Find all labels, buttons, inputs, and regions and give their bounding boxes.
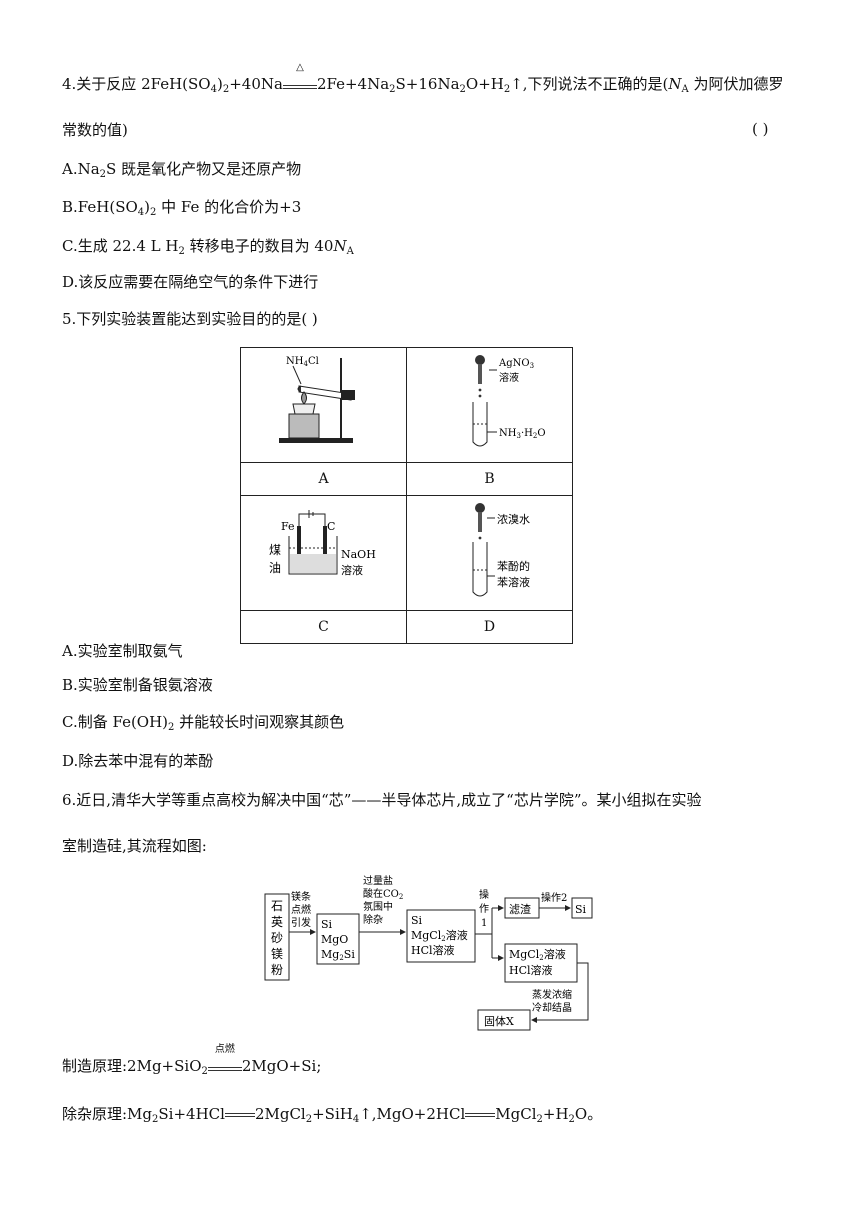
arrow6-label-2: 冷却结晶 [532, 1001, 572, 1014]
solid-x-box [477, 1009, 531, 1031]
ignite-arrow: 点燃 [207, 1045, 242, 1071]
box6-line-2: HCl溶液 [509, 963, 553, 977]
box2-line-3: Mg2Si [321, 948, 355, 962]
box3-line-1: Si [411, 914, 423, 927]
arrow3-label-1: 操 [479, 888, 489, 901]
q4-option-d: D.该反应需要在隔绝空气的条件下进行 [62, 273, 319, 291]
q5-option-a: A.实验室制取氨气 [62, 642, 183, 660]
intermediate-box [316, 913, 360, 965]
q5-option-d: D.除去苯中混有的苯酚 [62, 752, 214, 770]
box7-label: 固体X [484, 1014, 514, 1028]
phenol-label-2: 苯溶液 [497, 575, 530, 589]
raw-material-box [264, 893, 290, 981]
q4-option-c: C.生成 22.4 L H2 转移电子的数目为 40NA [62, 237, 354, 257]
q4-stem: 4.关于反应 2FeH(SO4)2+40Na△2Fe+4Na2S+16Na2O+… [62, 62, 784, 95]
arrow2-label-4: 除杂 [363, 913, 383, 926]
q6-stem-line2: 室制造硅,其流程如图: [62, 837, 207, 855]
arrow2-label-3: 氛围中 [363, 900, 393, 913]
apparatus-b: AgNO3 溶液 NH3·H2O [406, 347, 573, 463]
apparatus-a: NH4Cl [240, 347, 407, 463]
naoh-solution-label: 溶液 [341, 563, 363, 577]
arrow1-label-1: 镁条 [291, 890, 311, 903]
apparatus-c: Fe C 煤 油 NaOH 溶液 [240, 495, 407, 611]
silicon-flowchart: 石 英 砂 镁 粉 镁条 点燃 引发 Si MgO Mg2Si 过量盐 酸在CO… [264, 874, 593, 1031]
bromine-water-label: 浓溴水 [497, 512, 530, 526]
filtrate-box [504, 943, 578, 983]
q4-option-b: B.FeH(SO4)2 中 Fe 的化合价为+3 [62, 198, 302, 218]
apparatus-d: 浓溴水 苯酚的 苯溶液 [406, 495, 573, 611]
heat-arrow: △ [282, 63, 317, 89]
answer-paren: ( ) [752, 120, 769, 138]
box3-line-3: HCl溶液 [411, 943, 455, 957]
c-electrode-label: C [327, 520, 335, 533]
agno3-label: AgNO3 [498, 358, 534, 370]
agno3-solution-label: 溶液 [499, 371, 519, 384]
label-a: A [240, 462, 407, 496]
q4-stem-line2: 常数的值) [62, 121, 128, 139]
box1-char-5: 粉 [271, 963, 283, 977]
box2-line-2: MgO [321, 933, 348, 946]
arrow3-label-2: 作 [479, 903, 489, 915]
arrow2-label-2: 酸在CO2 [363, 887, 403, 901]
equals-sign [465, 1113, 496, 1117]
silicon-product-box [571, 897, 593, 919]
q4-option-a: A.Na2S 既是氧化产物又是还原产物 [62, 160, 302, 180]
q6-stem-line1: 6.近日,清华大学等重点高校为解决中国“芯”——半导体芯片,成立了“芯片学院”。… [62, 791, 702, 809]
label-b: B [406, 462, 573, 496]
box6-line-1: MgCl2溶液 [509, 947, 566, 962]
arrow2-label-1: 过量盐 [363, 874, 393, 887]
arrow3-label-3: 1 [481, 918, 487, 929]
equals-sign [224, 1113, 255, 1117]
box1-char-3: 砂 [271, 931, 283, 945]
box4-label: 滤渣 [509, 902, 531, 916]
label-d: D [406, 610, 573, 644]
nh3-h2o-label: NH3·H2O [499, 428, 546, 440]
box3-line-2: MgCl2溶液 [411, 928, 468, 943]
q5-stem: 5.下列实验装置能达到实验目的的是( ) [62, 310, 318, 328]
kerosene-label-2: 油 [269, 561, 281, 575]
arrow6-label-1: 蒸发浓缩 [532, 988, 572, 1001]
apparatus-table: NH4Cl AgNO3 溶液 [240, 347, 573, 644]
label-c: C [240, 610, 407, 644]
fe-electrode-label: Fe [281, 520, 295, 533]
box1-char-2: 英 [271, 915, 283, 929]
arrow1-label-2: 点燃 [291, 903, 311, 916]
nh4cl-label: NH4Cl [286, 356, 319, 368]
q5-option-c: C.制备 Fe(OH)2 并能较长时间观察其颜色 [62, 713, 345, 733]
box5-label: Si [575, 903, 587, 916]
phenol-label-1: 苯酚的 [497, 559, 530, 573]
box2-line-1: Si [321, 918, 333, 931]
naoh-label: NaOH [341, 548, 376, 561]
kerosene-label-1: 煤 [269, 543, 281, 557]
box1-char-1: 石 [271, 899, 283, 913]
mixture-box [406, 909, 476, 963]
arrow1-label-3: 引发 [291, 916, 311, 929]
box1-char-4: 镁 [271, 947, 283, 961]
arrow4-label: 操作2 [541, 891, 567, 904]
q5-option-b: B.实验室制备银氨溶液 [62, 676, 213, 694]
